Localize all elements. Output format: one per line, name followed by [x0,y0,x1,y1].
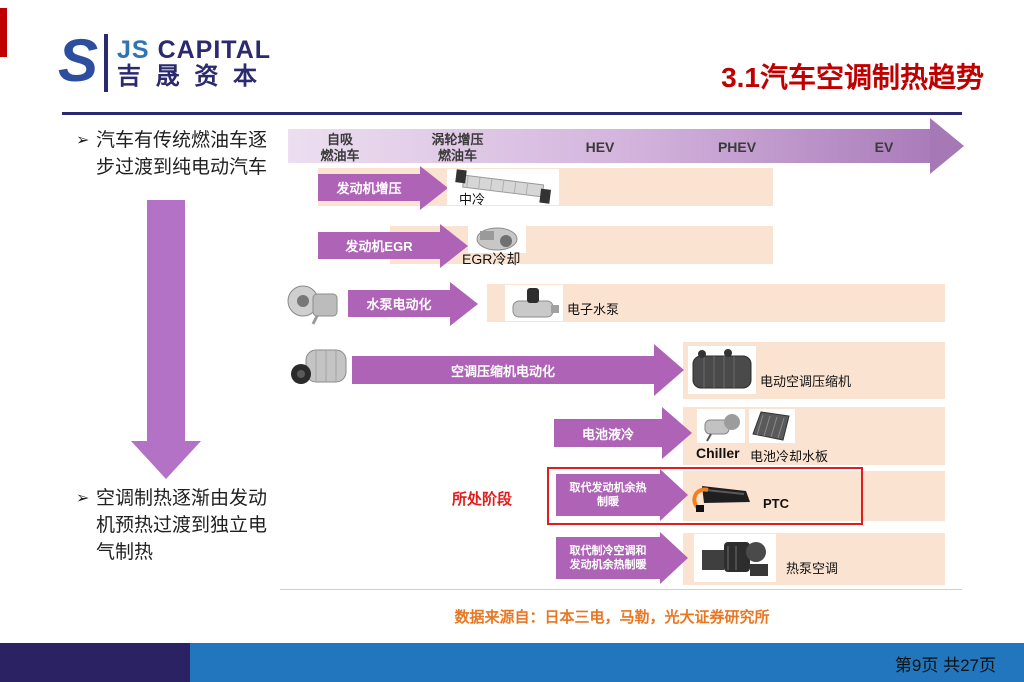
component-label: PTC [763,496,789,511]
slide-accent-bar [0,8,7,57]
transition-down-arrow [147,200,185,442]
component-label: 中冷 [459,192,486,207]
company-logo: S JS CAPITAL 吉 晟 资 本 [58,20,308,106]
bullet-arrow-icon: ➢ [76,132,90,149]
row-band [487,284,945,322]
row-arrow: 空调压缩机电动化 [352,356,654,384]
stage-label-hev: HEV [585,139,615,155]
stage-label-ev: EV [874,139,894,155]
row-arrow: 取代发动机余热制暖 [556,474,660,516]
row-arrow-head [420,166,448,210]
header-divider [62,112,962,115]
chiller-photo [704,414,740,442]
component-label: EGR冷却 [462,251,521,267]
electric-compressor-photo [692,349,752,389]
electric-water-pump-photo [512,288,559,318]
row-arrow: 取代制冷空调和发动机余热制暖 [556,537,660,579]
row-arrow-head [660,469,688,521]
bullet-text: 空调制热逐渐由发动机预热过渡到独立电气制热 [96,488,268,563]
component-label: 热泵空调 [786,561,839,576]
data-source-note: 数据来源自：日本三电，马勒，光大证券研究所 [454,609,770,626]
current-stage-label: 所处阶段 [452,491,513,508]
bullet-item-2: ➢ 空调制热逐渐由发动机预热过渡到独立电气制热 [76,486,284,567]
stage-label-turbo: 涡轮增压燃油车 [431,132,484,163]
stage-label-phev: PHEV [717,139,757,155]
egr-cooler-photo [476,227,518,251]
belt-compressor-photo [291,349,347,384]
current-stage-highlight-box [547,467,863,525]
row-arrow: 发动机增压 [318,174,420,201]
logo-name-cn: 吉 晟 资 本 [117,62,262,90]
row-arrow-head [440,224,468,268]
logo-name-en: JS CAPITAL [117,36,272,65]
component-label: 电动空调压缩机 [760,374,852,389]
mechanical-water-pump-photo [287,285,338,325]
component-label: 电池冷却水板 [750,449,829,464]
footer-bar-right [190,643,1024,682]
battery-cooling-plate-photo [752,411,790,441]
component-label: 电子水泵 [567,302,620,317]
row-arrow: 发动机EGR [318,232,440,259]
component-card [468,225,526,253]
row-arrow-head [660,532,688,584]
row-arrow: 电池液冷 [554,419,662,447]
page-number: 第9页 共27页 [894,656,996,675]
page-title: 3.1汽车空调制热趋势 [721,62,984,93]
component-card [447,169,559,205]
bullet-item-1: ➢ 汽车有传统燃油车逐步过渡到纯电动汽车 [76,128,284,182]
diagram-baseline [280,589,962,590]
heat-pump-ac-photo [702,542,768,576]
row-arrow-head [662,407,692,459]
ptc-heater-photo [692,486,750,512]
footer-bar-left [0,643,190,682]
component-label: Chiller [696,445,740,461]
component-card [505,285,563,321]
component-card [749,409,795,443]
component-card [697,409,745,443]
component-card [694,534,776,582]
row-arrow-head [654,344,684,396]
logo-monogram: S [58,27,99,94]
stage-label-gasoline: 自吸燃油车 [320,132,360,163]
transition-down-arrow-head [131,441,201,479]
stage-axis-arrow-head [930,118,964,174]
logo-divider [104,34,109,92]
stage-axis-arrow [288,129,930,163]
intercooler-photo [455,169,552,204]
row-arrow-head [450,282,478,326]
row-arrow: 水泵电动化 [348,290,450,317]
bullet-text: 汽车有传统燃油车逐步过渡到纯电动汽车 [96,130,268,178]
bullet-arrow-icon: ➢ [76,490,90,507]
component-card [688,346,756,394]
